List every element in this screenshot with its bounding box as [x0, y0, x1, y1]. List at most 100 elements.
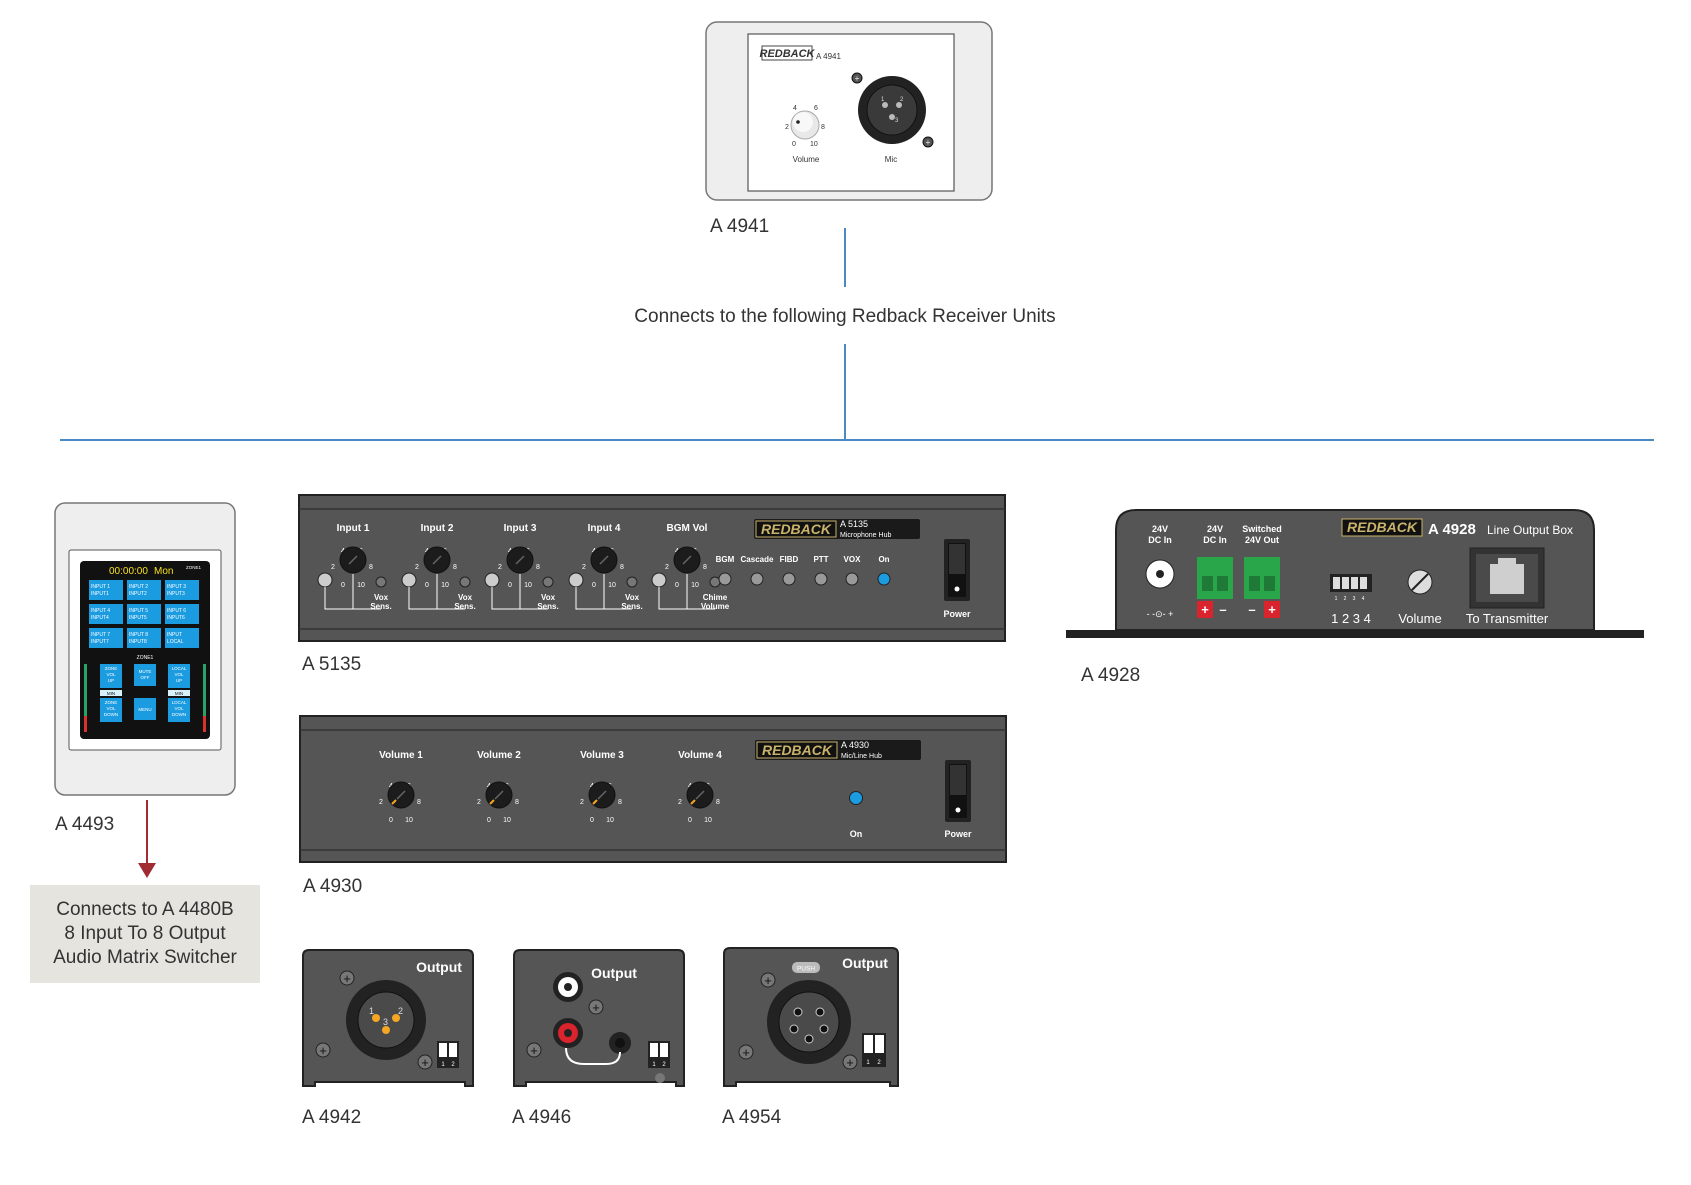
svg-text:24V: 24V	[1207, 524, 1223, 534]
svg-text:Cascade: Cascade	[741, 555, 774, 564]
knob-scale-label: 2	[379, 799, 383, 806]
a4941-mic-label: Mic	[885, 155, 897, 164]
a5135-mic-hub: 2468010VoxSens.2468010VoxSens.2468010Vox…	[298, 494, 1006, 642]
svg-text:+: +	[343, 971, 351, 986]
a4941-logo	[761, 45, 813, 61]
svg-text:INPUT8: INPUT8	[129, 639, 147, 645]
knob-scale-label: 2	[498, 564, 502, 571]
knob-scale-label: 8	[417, 799, 421, 806]
svg-text:+: +	[764, 973, 772, 988]
connects-line-3: Audio Matrix Switcher	[53, 947, 237, 968]
svg-text:1: 1	[866, 1060, 870, 1066]
knob-scale-label: 8	[453, 564, 457, 571]
a4954-output-plate: Output PUSH + + + 1 2	[723, 947, 899, 1087]
svg-text:PUSH: PUSH	[797, 966, 815, 973]
knob-sublabel: Vox	[541, 593, 556, 602]
a4928-caption: A 4928	[1081, 665, 1141, 686]
a4941-volume-label: Volume	[793, 155, 820, 164]
svg-text:+: +	[319, 1043, 327, 1058]
svg-text:ZONE: ZONE	[105, 700, 118, 705]
svg-text:+: +	[846, 1055, 854, 1070]
knob-scale-label: 0	[675, 582, 679, 589]
knob-scale-label: 0	[487, 817, 491, 824]
svg-text:4: 4	[1362, 596, 1365, 602]
a4946-output-plate: Output + + 1 2	[513, 949, 685, 1087]
svg-text:Output: Output	[842, 955, 888, 971]
svg-text:Volume 4: Volume 4	[678, 750, 722, 761]
knob-scale-label: 10	[608, 582, 616, 589]
svg-text:–: –	[1248, 602, 1255, 617]
svg-text:Input 1: Input 1	[337, 523, 370, 534]
a4493-zone-tag: ZONE1	[186, 565, 202, 570]
input-sensitivity-button	[484, 572, 500, 588]
svg-text:A 5135: A 5135	[840, 519, 868, 529]
svg-text:+: +	[742, 1045, 750, 1060]
input-sensitivity-button	[401, 572, 417, 588]
knob-sublabel: Vox	[625, 593, 640, 602]
svg-text:1: 1	[652, 1062, 656, 1068]
svg-text:LOCAL: LOCAL	[172, 666, 187, 671]
svg-text:INPUT4: INPUT4	[91, 615, 109, 621]
svg-text:24V Out: 24V Out	[1245, 535, 1279, 545]
arrow-head	[138, 863, 156, 878]
svg-text:INPUT: INPUT	[167, 632, 182, 638]
svg-text:VOL: VOL	[174, 706, 184, 711]
svg-text:INPUT7: INPUT7	[91, 639, 109, 645]
connects-line-2: 8 Input To 8 Output	[64, 923, 226, 944]
knob-scale-label: 0	[688, 817, 692, 824]
svg-text:UP: UP	[108, 678, 114, 683]
svg-text:FIBD: FIBD	[780, 555, 799, 564]
svg-text:1: 1	[1335, 596, 1338, 602]
svg-text:Output: Output	[591, 965, 637, 981]
knob-scale-label: 8	[620, 564, 624, 571]
svg-text:3: 3	[1353, 596, 1356, 602]
knob-scale-label: 8	[618, 799, 622, 806]
knob-scale-label: 8	[716, 799, 720, 806]
knob-scale-label: 0	[592, 582, 596, 589]
svg-text:DC In: DC In	[1148, 535, 1172, 545]
svg-text:BGM Vol: BGM Vol	[667, 523, 708, 534]
a4941-model: A 4941	[816, 52, 841, 61]
svg-text:INPUT5: INPUT5	[129, 615, 147, 621]
scale-0: 0	[792, 141, 796, 148]
knob-sublabel: Sens.	[454, 602, 475, 611]
svg-text:REDBACK: REDBACK	[761, 521, 832, 537]
a5135-knobs: 2468010VoxSens.2468010VoxSens.2468010Vox…	[317, 546, 730, 611]
a4930-knobs: 2468010246801024680102468010	[379, 781, 720, 824]
knob-scale-label: 8	[703, 564, 707, 571]
svg-text:3: 3	[383, 1017, 388, 1027]
svg-text:A 4930: A 4930	[841, 740, 869, 750]
svg-text:DC In: DC In	[1203, 535, 1227, 545]
svg-text:1: 1	[441, 1062, 445, 1068]
svg-text:INPUT1: INPUT1	[91, 591, 109, 597]
knob-scale-label: 0	[341, 582, 345, 589]
a4928-line-output-box: 24V DC In - -⊙- + 24V DC In + – Switched…	[1066, 509, 1644, 638]
svg-text:MIN: MIN	[175, 691, 183, 696]
knob-scale-label: 8	[515, 799, 519, 806]
svg-text:On: On	[850, 829, 863, 839]
knob-scale-label: 10	[606, 817, 614, 824]
svg-text:–: –	[1219, 602, 1226, 617]
a4493-time: 00:00:00	[109, 566, 148, 577]
svg-text:1: 1	[369, 1006, 374, 1016]
svg-text:MUTE: MUTE	[139, 669, 152, 674]
svg-text:PTT: PTT	[813, 555, 828, 564]
svg-text:OFF: OFF	[141, 675, 150, 680]
svg-text:2: 2	[398, 1006, 403, 1016]
a4942-output-plate: Output 1 2 3 + + + 1 2	[302, 949, 474, 1087]
svg-text:2: 2	[451, 1062, 455, 1068]
scale-2: 2	[785, 124, 789, 131]
svg-text:Line Output Box: Line Output Box	[1487, 523, 1573, 537]
svg-text:VOL: VOL	[174, 672, 184, 677]
svg-text:MENU: MENU	[138, 707, 151, 712]
svg-text:Microphone Hub: Microphone Hub	[840, 532, 891, 539]
svg-text:Power: Power	[943, 609, 971, 619]
a4930-line-hub: 2468010246801024680102468010 Volume 1 Vo…	[299, 715, 1007, 863]
knob-scale-label: 8	[536, 564, 540, 571]
svg-text:INPUT 7: INPUT 7	[91, 632, 110, 638]
